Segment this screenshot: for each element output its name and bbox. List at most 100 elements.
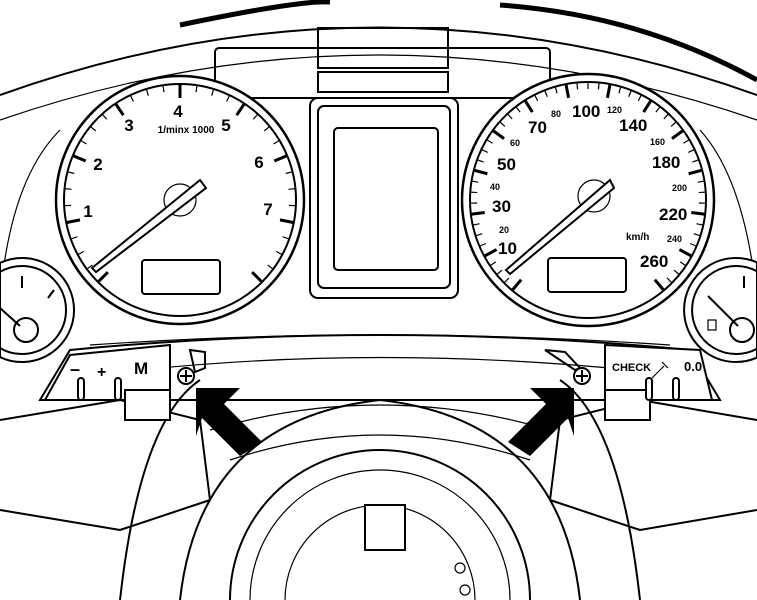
speedometer-hub	[577, 179, 611, 213]
gauge-tick	[491, 129, 505, 140]
tach-label-7: 7	[263, 200, 272, 219]
gauge-tick	[679, 261, 687, 267]
fuel-pump-icon	[707, 319, 717, 331]
gauge-tick	[70, 236, 78, 240]
gauge-tick	[692, 159, 700, 163]
mode-button[interactable]: M	[134, 359, 148, 378]
tach-label-3: 3	[124, 116, 133, 135]
gauge-tick	[129, 94, 134, 102]
gauge-tick	[80, 139, 87, 145]
tachometer: 4 3 5 2 6 1 7 1/minx 1000	[54, 74, 306, 326]
gauge-tick	[689, 242, 697, 247]
gauge-tick	[564, 83, 571, 99]
gauge-tick	[267, 264, 274, 270]
speed-label-220: 220	[659, 205, 687, 224]
gauge-tick	[473, 168, 488, 176]
left-pointer-arrow	[196, 388, 262, 456]
gauge-tick	[211, 88, 215, 96]
gauge-tick	[499, 121, 506, 127]
gauge-tick	[655, 106, 661, 113]
tach-unit-label: 1/minx 1000	[158, 125, 215, 136]
gauge-tick	[544, 90, 548, 97]
tachometer-lcd	[141, 259, 221, 295]
speed-label-10: 10	[498, 239, 517, 258]
gauge-tick	[628, 90, 632, 97]
gauge-tick	[670, 121, 677, 127]
right-pointer-arrow	[508, 388, 574, 456]
gauge-tick	[481, 148, 488, 153]
gauge-tick	[252, 113, 259, 120]
gauge-tick	[523, 99, 534, 113]
gauge-tick	[688, 148, 695, 153]
gauge-tick	[691, 211, 706, 216]
tach-label-1: 1	[83, 202, 92, 221]
tach-label-5: 5	[221, 116, 230, 135]
gauge-tick	[72, 154, 87, 163]
gauge-tick	[475, 233, 483, 237]
reset-trip-button[interactable]: 0.0	[684, 359, 702, 374]
gauge-tick	[663, 113, 670, 120]
gauge-tick	[77, 250, 85, 256]
service-wrench-icon	[651, 361, 669, 379]
left-small-gauge	[0, 257, 75, 363]
housing-edge-right	[499, 2, 757, 83]
gauge-tick	[470, 211, 485, 216]
gauge-tick	[279, 218, 295, 225]
clock-spring-connector	[364, 504, 406, 551]
gauge-tick	[479, 242, 487, 247]
speedometer: 10 20 30 40 50 60 70 80 100 120 140 160 …	[460, 72, 716, 328]
gauge-tick	[515, 106, 521, 113]
gauge-tick	[618, 86, 622, 94]
gauge-tick	[195, 85, 198, 93]
gauge-tick	[145, 88, 149, 96]
gauge-tick	[64, 188, 72, 190]
speed-label-140: 140	[619, 116, 647, 135]
gauge-tick	[683, 139, 690, 144]
gauge-tick	[678, 248, 693, 258]
housing-outer-arc	[0, 26, 757, 96]
speedometer-needle	[504, 178, 616, 276]
right-button-block: CHECK 0.0	[604, 343, 714, 421]
right-screw-icon	[544, 349, 591, 385]
center-lcd-screen	[333, 127, 439, 271]
gauge-tick	[642, 99, 653, 113]
gauge-tick	[653, 278, 665, 292]
plus-button[interactable]: +	[97, 364, 106, 381]
gauge-tick	[67, 171, 75, 175]
center-display	[214, 27, 551, 299]
gauge-tick	[637, 94, 642, 102]
check-button[interactable]: CHECK	[612, 362, 651, 374]
gauge-tick	[534, 94, 539, 102]
speed-label-80: 80	[551, 109, 561, 119]
speed-unit-label: km/h	[626, 232, 649, 243]
gauge-tick	[226, 94, 231, 102]
gauge-tick	[275, 250, 283, 256]
gauge-tick	[273, 139, 280, 145]
gauge-tick	[688, 168, 703, 176]
gauge-tick	[576, 82, 579, 90]
gauge-tick	[101, 113, 108, 120]
speed-label-180: 180	[652, 153, 680, 172]
speed-label-70: 70	[528, 118, 547, 137]
steering-wheel-ring	[229, 449, 531, 600]
gauge-tick	[693, 233, 701, 237]
speed-label-200: 200	[672, 183, 687, 193]
gauge-tick	[285, 171, 293, 175]
gauge-tick	[472, 223, 480, 226]
gauge-tick	[114, 102, 125, 117]
speed-label-120: 120	[607, 105, 622, 115]
gauge-tick	[282, 236, 290, 240]
left-button-block: – + M	[43, 343, 171, 421]
minus-button[interactable]: –	[70, 359, 80, 379]
gauge-tick	[273, 154, 288, 163]
gauge-tick	[496, 269, 503, 276]
gauge-tick	[162, 85, 165, 93]
gauge-tick	[554, 86, 558, 94]
gauge-tick	[696, 223, 704, 226]
speed-label-240: 240	[667, 234, 682, 244]
speed-label-160: 160	[650, 137, 665, 147]
gauge-tick	[673, 269, 680, 276]
gauge-tick	[489, 261, 497, 267]
